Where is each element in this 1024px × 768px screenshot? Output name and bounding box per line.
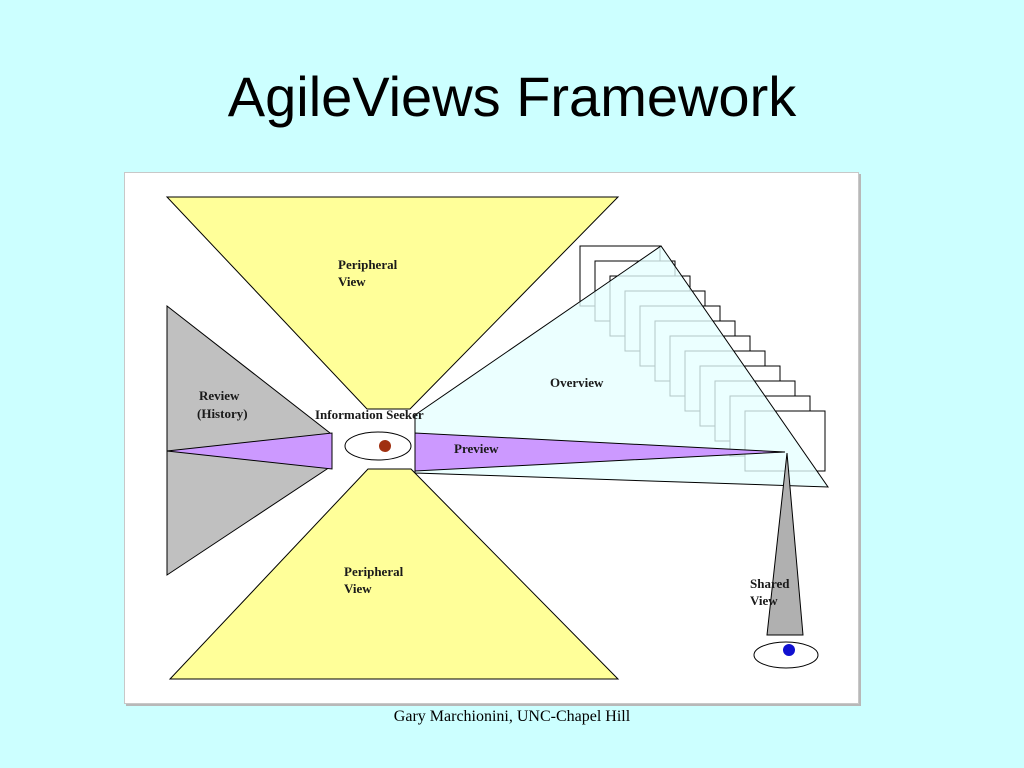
overview-label: Overview xyxy=(550,375,604,390)
diagram-canvas: Peripheral View Peripheral View Review (… xyxy=(165,196,829,680)
review-beam-shape xyxy=(166,432,333,470)
information-seeker-eye xyxy=(344,431,412,461)
shared-viewer-pupil xyxy=(783,644,795,656)
information-seeker-label: Information Seeker xyxy=(315,407,424,422)
peripheral-view-top-shape xyxy=(165,196,620,410)
review-label-line1: Review xyxy=(199,388,240,403)
slide-title: AgileViews Framework xyxy=(227,65,797,128)
preview-label: Preview xyxy=(454,441,499,456)
peripheral-bottom-label-line1: Peripheral xyxy=(344,564,404,579)
preview-view-shape xyxy=(414,432,786,472)
peripheral-view-bottom-shape xyxy=(168,468,620,680)
peripheral-bottom-label-line2: View xyxy=(344,581,372,596)
review-label-line2: (History) xyxy=(197,406,248,421)
information-seeker-pupil xyxy=(379,440,391,452)
peripheral-top-label-line2: View xyxy=(338,274,366,289)
shared-view-label-line2: View xyxy=(750,593,778,608)
peripheral-top-label-line1: Peripheral xyxy=(338,257,398,272)
shared-view-label-line1: Shared xyxy=(750,576,790,591)
slide-footer: Gary Marchionini, UNC-Chapel Hill xyxy=(393,708,631,725)
agileviews-diagram: Peripheral View Peripheral View Review (… xyxy=(124,172,859,704)
shared-view-shape xyxy=(766,452,804,636)
